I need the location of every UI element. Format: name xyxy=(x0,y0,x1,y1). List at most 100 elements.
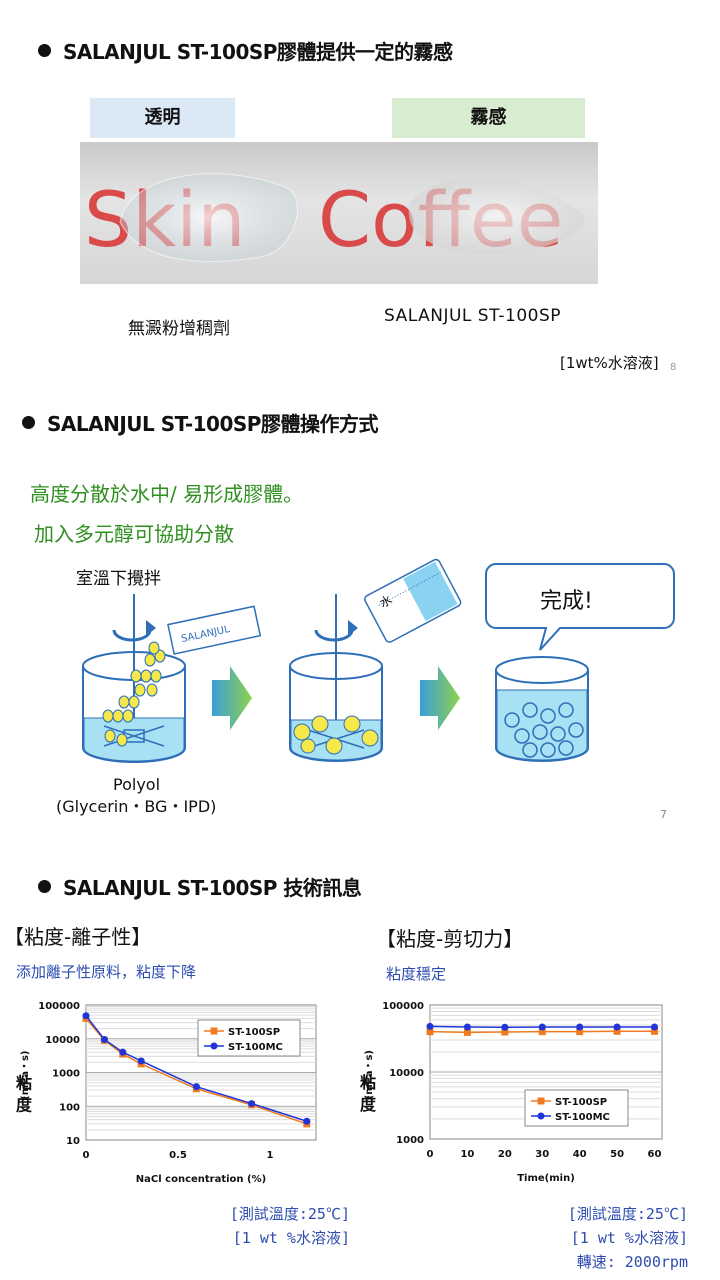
y-tick-label: 100000 xyxy=(382,1001,424,1012)
x-tick-label: 60 xyxy=(648,1149,662,1160)
right-note-conc: [1 wt %水溶液] xyxy=(570,1229,688,1247)
bullet-dot xyxy=(22,416,35,429)
x-axis-label: NaCl concentration (%) xyxy=(136,1174,266,1185)
bullet-dot xyxy=(38,880,51,893)
done-speech-bubble xyxy=(485,563,675,651)
beaker-1-body xyxy=(82,666,186,763)
x-tick-label: 40 xyxy=(573,1149,587,1160)
salanjul-bag: SALANJUL xyxy=(167,605,262,655)
data-point-st-100mc xyxy=(426,1022,434,1030)
dispersion-line2: 加入多元醇可協助分散 xyxy=(34,522,234,546)
dispersion-line1: 高度分散於水中/ 易形成膠體。 xyxy=(30,482,304,506)
data-point-st-100mc xyxy=(576,1023,584,1031)
caption-right: SALANJUL ST-100SP xyxy=(384,306,562,326)
y-tick-label: 10 xyxy=(66,1136,80,1147)
y-tick-label: 100000 xyxy=(38,1001,80,1012)
data-point-st-100mc xyxy=(248,1100,256,1108)
rotation-arrowhead-1 xyxy=(146,620,156,636)
legend-label: ST-100SP xyxy=(555,1097,607,1108)
page-number-7: 7 xyxy=(660,808,667,821)
process-arrow-2 xyxy=(420,666,460,730)
x-tick-label: 1 xyxy=(267,1150,274,1161)
right-note-temp: [測試溫度:25℃] xyxy=(567,1205,688,1223)
note-1wt: [1wt%水溶液] xyxy=(560,354,659,372)
done-label: 完成! xyxy=(540,589,593,614)
beaker-3-body xyxy=(495,670,589,762)
beaker-1-liquid xyxy=(83,717,185,762)
y-tick-label: 100 xyxy=(59,1102,80,1113)
beaker-2-body xyxy=(289,666,383,762)
data-point-st-100mc xyxy=(137,1057,145,1065)
rotation-arrow-1 xyxy=(112,629,152,642)
x-tick-label: 10 xyxy=(460,1149,474,1160)
legend-marker xyxy=(210,1042,218,1050)
x-axis-label: Time(min) xyxy=(517,1173,575,1184)
x-tick-label: 0 xyxy=(83,1150,90,1161)
y-axis-unit: (mPa・s) xyxy=(364,1050,375,1099)
y-tick-label: 1000 xyxy=(52,1069,80,1080)
rotation-arrow-2 xyxy=(314,629,354,642)
section1-heading: SALANJUL ST-100SP膠體提供一定的霧感 xyxy=(38,36,453,65)
y-axis-label: 粘 xyxy=(16,1074,32,1093)
x-tick-label: 0 xyxy=(427,1149,434,1160)
y-tick-label: 1000 xyxy=(396,1135,424,1146)
clear-gel-blob xyxy=(119,173,298,262)
y-axis-label: 粘 xyxy=(360,1073,376,1092)
process-arrow-1 xyxy=(212,666,252,730)
data-point-st-100sp xyxy=(463,1028,471,1036)
data-point-st-100mc xyxy=(192,1083,200,1091)
legend-label: ST-100MC xyxy=(555,1112,610,1123)
y-tick-label: 10000 xyxy=(45,1035,80,1046)
stir-label: 室溫下攪拌 xyxy=(76,569,161,589)
data-point-st-100mc xyxy=(538,1023,546,1031)
x-tick-label: 30 xyxy=(535,1149,549,1160)
left-notes: [測試溫度:25℃] [1 wt %水溶液] xyxy=(150,1202,350,1250)
left-note-conc: [1 wt %水溶液] xyxy=(232,1229,350,1247)
data-point-st-100sp xyxy=(501,1028,509,1036)
data-point-st-100sp xyxy=(613,1027,621,1035)
section3-heading: SALANJUL ST-100SP 技術訊息 xyxy=(38,872,362,901)
bullet-dot xyxy=(38,44,51,57)
dispersed-particles-2 xyxy=(293,715,379,755)
legend-box xyxy=(197,1019,301,1057)
data-point-st-100sp xyxy=(426,1028,434,1036)
legend-marker xyxy=(537,1112,545,1120)
right-notes: [測試溫度:25℃] [1 wt %水溶液] 轉速: 2000rpm xyxy=(480,1202,688,1274)
legend-label: ST-100MC xyxy=(228,1042,283,1053)
process-diagram: 室溫下攪拌 SALANJUL 水 完成! xyxy=(56,558,675,821)
label-clear: 透明 xyxy=(90,98,235,138)
gel-photo-art: Skin Coffee xyxy=(84,173,585,264)
label-matte: 霧感 xyxy=(392,98,585,138)
data-point-st-100mc xyxy=(463,1023,471,1031)
y-axis-label: 度 xyxy=(16,1096,33,1115)
data-point-st-100mc xyxy=(82,1012,90,1020)
data-point-st-100mc xyxy=(613,1023,621,1031)
y-axis-label: 度 xyxy=(360,1095,377,1114)
polyol-label: Polyol xyxy=(113,775,160,794)
y-tick-label: 10000 xyxy=(389,1068,424,1079)
data-point-st-100mc xyxy=(501,1023,509,1031)
water-beaker: 水 xyxy=(364,558,462,643)
legend-box xyxy=(524,1089,629,1127)
left-note-temp: [測試溫度:25℃] xyxy=(229,1205,350,1223)
legend-marker xyxy=(537,1097,545,1105)
left-chart-subtitle: 添加離子性原料，粘度下降 xyxy=(16,963,197,981)
data-point-st-100mc xyxy=(303,1117,311,1125)
section2-heading: SALANJUL ST-100SP膠體操作方式 xyxy=(22,408,378,437)
legend-marker xyxy=(210,1027,218,1035)
x-tick-label: 0.5 xyxy=(169,1150,187,1161)
gel-photo: Skin Coffee xyxy=(80,142,598,284)
data-point-st-100sp xyxy=(538,1028,546,1036)
x-tick-label: 50 xyxy=(610,1149,624,1160)
legend-label: ST-100SP xyxy=(228,1027,280,1038)
beaker-3-rim xyxy=(495,656,589,684)
data-point-st-100mc xyxy=(651,1023,659,1031)
x-tick-label: 20 xyxy=(498,1149,512,1160)
left-chart-title: 【粘度-離子性】 xyxy=(4,925,152,949)
rotation-arrowhead-2 xyxy=(348,620,358,636)
stirrer-blade-1 xyxy=(103,725,165,747)
polyol-detail: (Glycerin・BG・IPD) xyxy=(56,797,216,816)
page-number-8: 8 xyxy=(670,362,677,373)
